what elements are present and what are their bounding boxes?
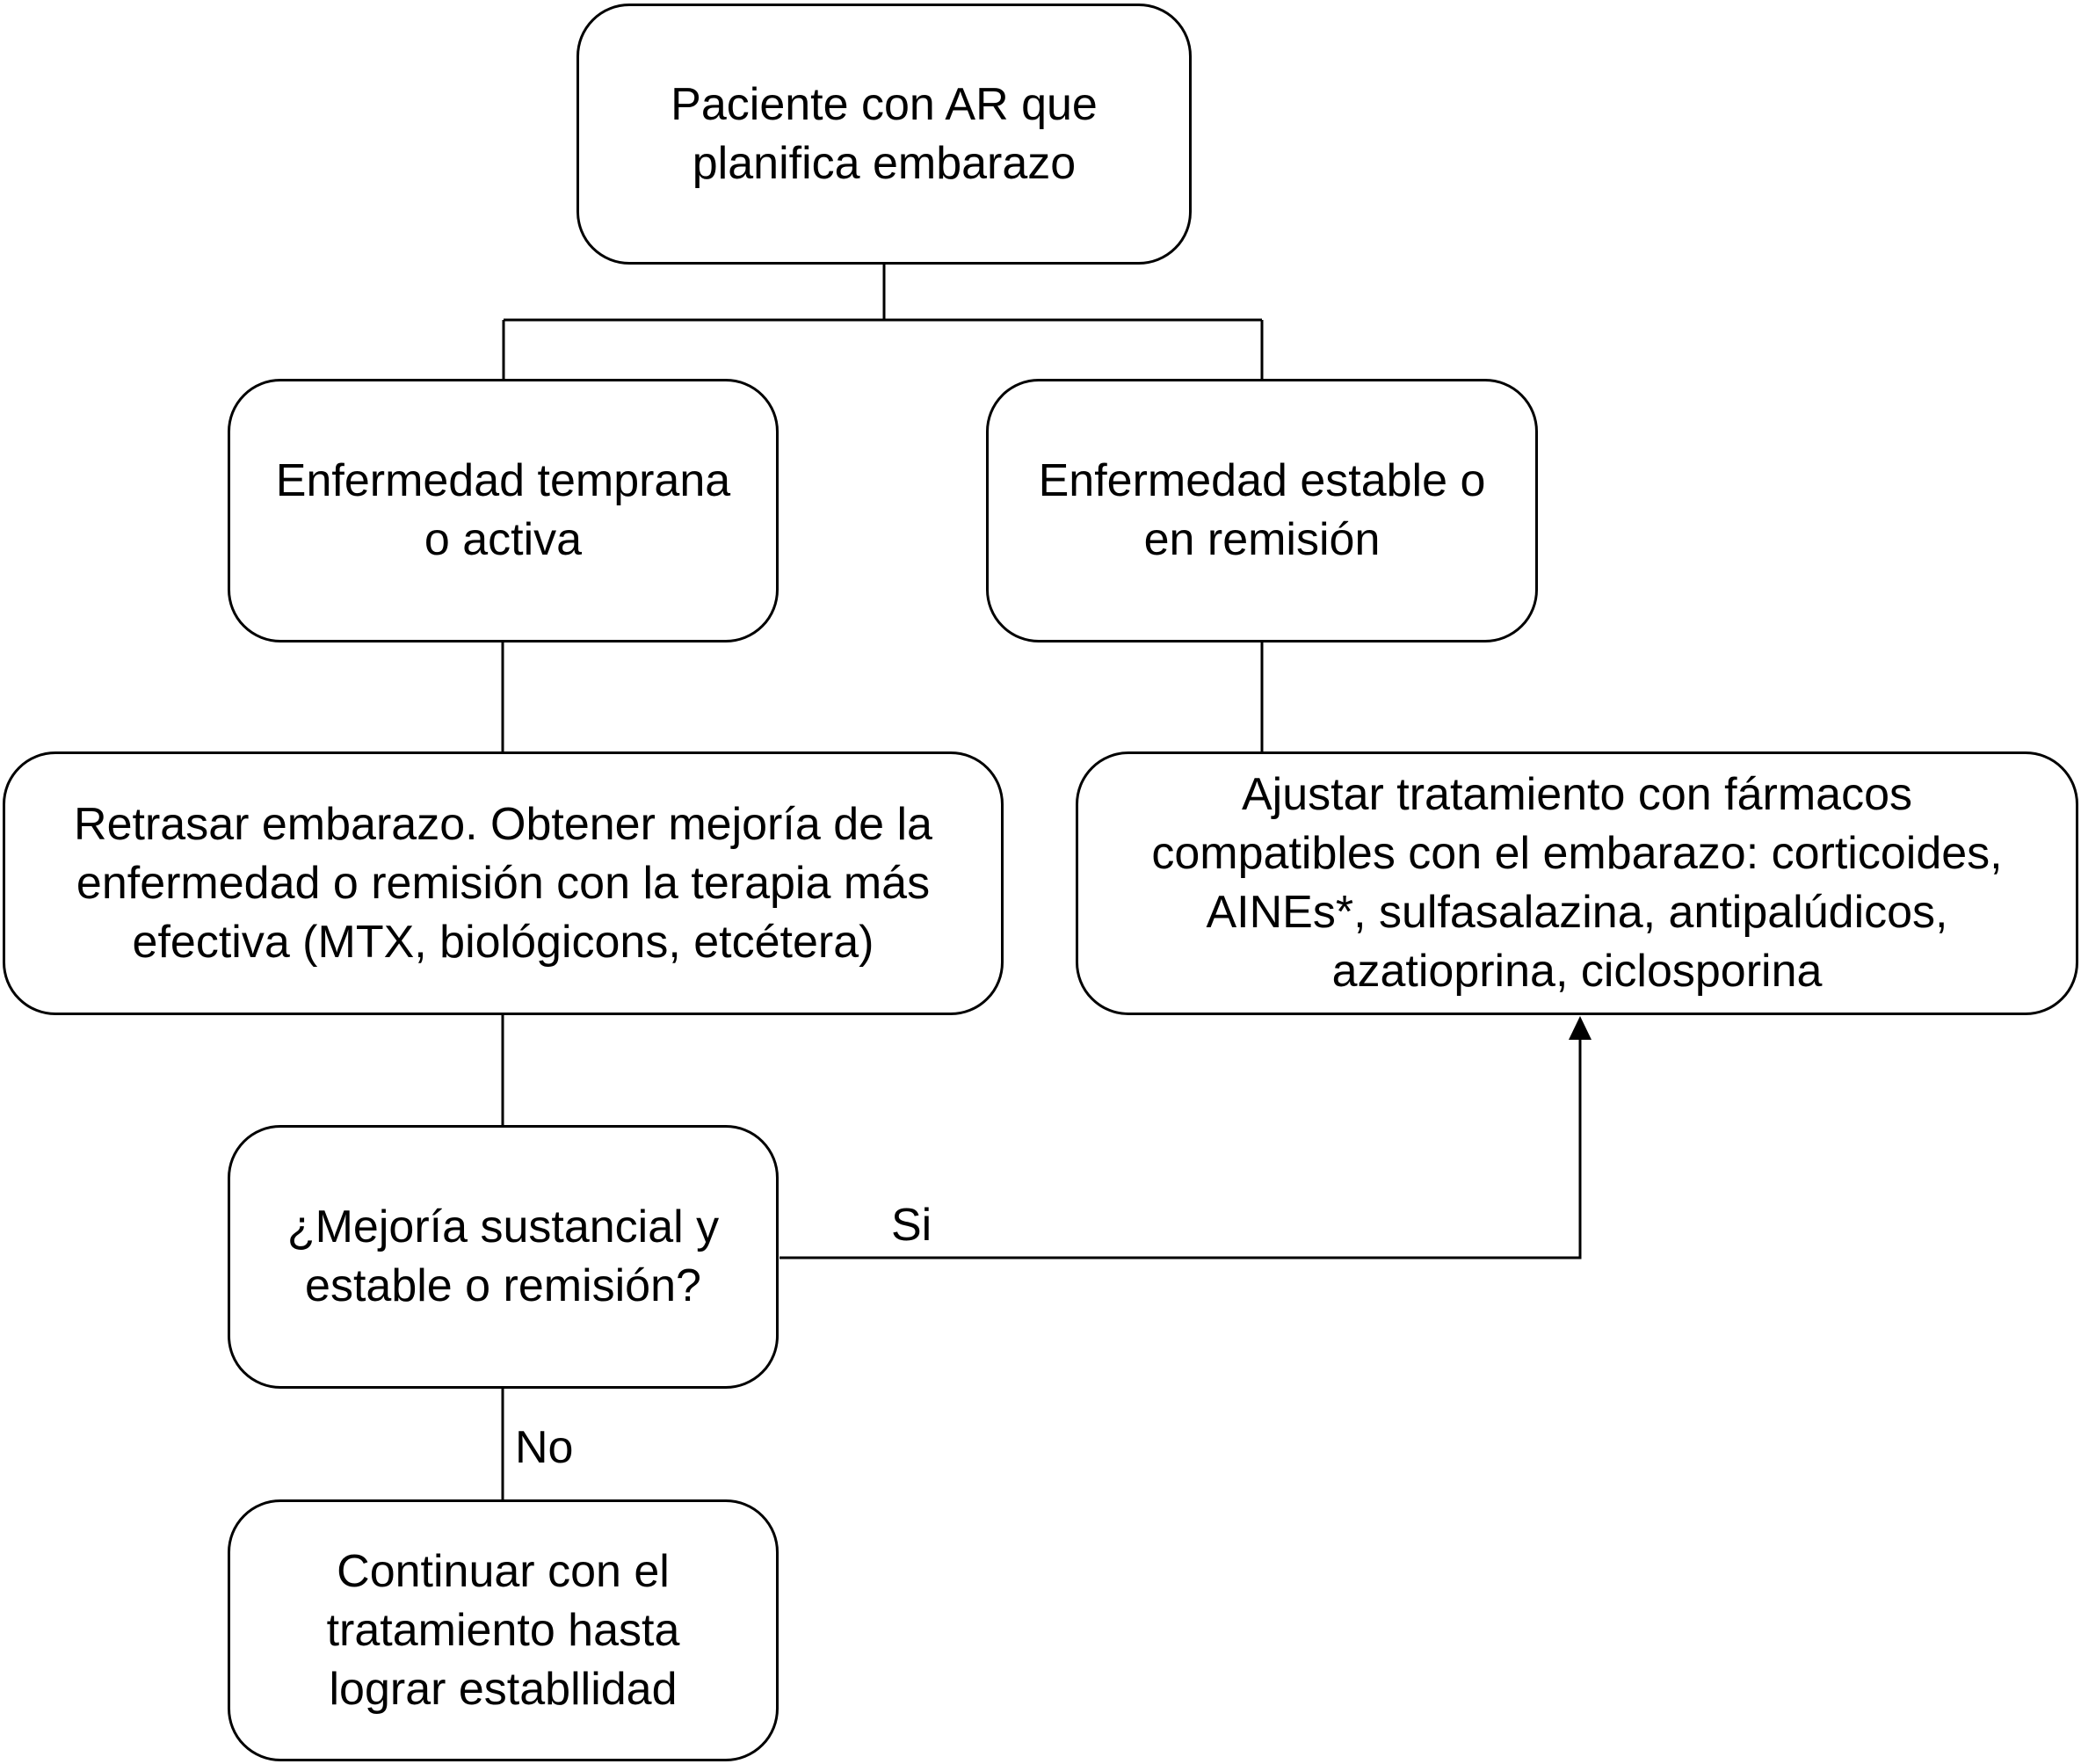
node-start-text: Paciente con AR que planifica embarazo <box>671 78 1098 189</box>
node-decision-text: ¿Mejoría sustancial y estable o remisión… <box>286 1201 720 1311</box>
connector-yes-path <box>779 1037 1582 1259</box>
node-delay-pregnancy: Retrasar embarazo. Obtener mejoría de la… <box>3 751 1004 1015</box>
node-early-active: Enfermedad temprana o activa <box>228 379 779 642</box>
node-start: Paciente con AR que planifica embarazo <box>576 4 1192 265</box>
edge-label-yes: Si <box>891 1200 932 1251</box>
node-continue-treatment: Continuar con el tratamiento hasta logra… <box>228 1499 779 1761</box>
node-stable-remission: Enfermedad estable o en remisión <box>986 379 1538 642</box>
edge-label-no: No <box>515 1422 574 1473</box>
node-decision: ¿Mejoría sustancial y estable o remisión… <box>228 1125 779 1389</box>
node-adjust-treatment: Ajustar tratamiento con fármacos compati… <box>1076 751 2078 1015</box>
node-adjust-treatment-text: Ajustar tratamiento con fármacos compati… <box>1151 769 2003 997</box>
node-delay-pregnancy-text: Retrasar embarazo. Obtener mejoría de la… <box>74 798 932 968</box>
node-continue-treatment-text: Continuar con el tratamiento hasta logra… <box>326 1545 680 1715</box>
node-early-active-text: Enfermedad temprana o activa <box>275 455 731 565</box>
node-stable-remission-text: Enfermedad estable o en remisión <box>1038 455 1486 565</box>
arrowhead-to-adjust <box>1569 1016 1592 1040</box>
